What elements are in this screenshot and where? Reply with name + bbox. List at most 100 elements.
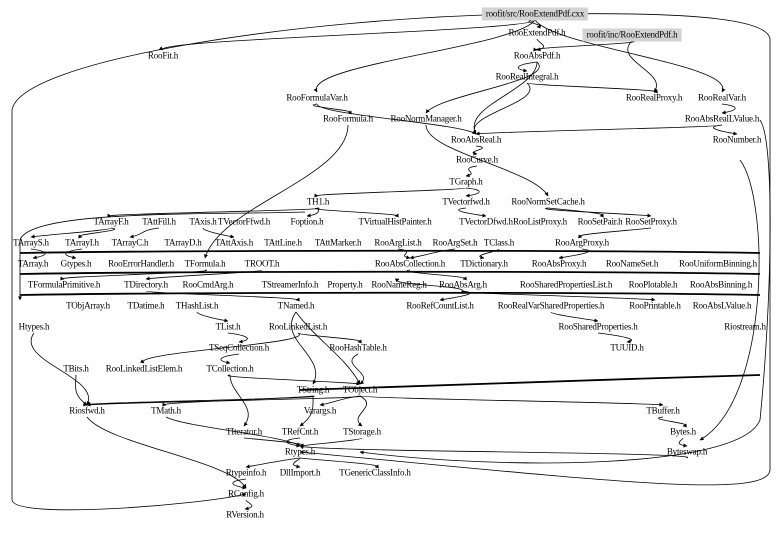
graph-node-normsetcache[interactable]: RooNormSetCache.h	[511, 196, 585, 207]
graph-node-tarray[interactable]: TArray.h	[17, 258, 49, 269]
graph-node-cmdarg[interactable]: RooCmdArg.h	[182, 279, 234, 290]
graph-node-trefcnt[interactable]: TRefCnt.h	[281, 426, 319, 437]
graph-node-htypes[interactable]: Htypes.h	[18, 321, 50, 332]
graph-node-arglist[interactable]: RooArgList.h	[374, 237, 422, 248]
graph-node-realvarsharedprops[interactable]: RooRealVarSharedProperties.h	[497, 300, 605, 311]
graph-node-tobject[interactable]: TObject.h	[342, 384, 378, 395]
graph-node-property[interactable]: Property.h	[327, 279, 363, 290]
graph-node-sharedpropslist[interactable]: RooSharedPropertiesList.h	[519, 279, 613, 290]
graph-node-tgraph[interactable]: TGraph.h	[449, 176, 483, 187]
graph-node-curve[interactable]: RooCurve.h	[456, 154, 498, 165]
graph-node-tstreamerinfo[interactable]: TStreamerInfo.h	[261, 279, 319, 290]
graph-node-tlist[interactable]: TList.h	[215, 321, 241, 332]
graph-node-tobjarray[interactable]: TObjArray.h	[66, 300, 110, 311]
graph-node-argset[interactable]: RooArgSet.h	[432, 237, 478, 248]
graph-node-riostream[interactable]: Riostream.h	[724, 321, 766, 332]
graph-node-absarg[interactable]: RooAbsArg.h	[439, 279, 487, 290]
graph-node-gtypes[interactable]: Gtypes.h	[60, 258, 92, 269]
graph-node-realproxy[interactable]: RooRealProxy.h	[625, 92, 683, 103]
graph-node-abspdf[interactable]: RooAbsPdf.h	[513, 50, 561, 61]
graph-node-absbinning[interactable]: RooAbsBinning.h	[689, 279, 753, 290]
graph-node-tstring[interactable]: TString.h	[296, 384, 330, 395]
graph-node-nameset[interactable]: RooNameSet.h	[605, 258, 659, 269]
graph-node-tarrayd[interactable]: TArrayD.h	[164, 237, 202, 248]
graph-node-tclass[interactable]: TClass.h	[483, 237, 515, 248]
graph-node-varargs[interactable]: Varargs.h	[303, 405, 337, 416]
graph-node-setproxy[interactable]: RooSetProxy.h	[625, 216, 677, 227]
graph-node-tdictionary[interactable]: TDictionary.h	[460, 258, 508, 269]
graph-node-formulavar[interactable]: RooFormulaVar.h	[286, 92, 348, 103]
graph-node-number[interactable]: RooNumber.h	[712, 134, 762, 145]
graph-node-tvectordfwd[interactable]: TVectorDfwd.h	[459, 216, 513, 227]
graph-node-tattfill[interactable]: TAttFill.h	[142, 216, 176, 227]
graph-node-tformula[interactable]: TFormula.h	[184, 258, 226, 269]
graph-node-linkedlist[interactable]: RooLinkedList.h	[268, 321, 328, 332]
graph-node-absreallvalue[interactable]: RooAbsRealLValue.h	[684, 113, 760, 124]
graph-node-linkedlistelem[interactable]: RooLinkedListElem.h	[105, 363, 183, 374]
dependency-edge	[78, 227, 116, 239]
graph-node-errorhandler[interactable]: RooErrorHandler.h	[108, 258, 174, 269]
graph-node-tarrayi[interactable]: TArrayI.h	[65, 237, 99, 248]
graph-node-inc[interactable]: roofit/inc/RooExtendPdf.h	[582, 28, 682, 42]
graph-node-sharedprops[interactable]: RooSharedProperties.h	[558, 321, 638, 332]
graph-node-byteswap[interactable]: Byteswap.h	[666, 446, 708, 457]
graph-node-setpair[interactable]: RooSetPair.h	[577, 216, 623, 227]
graph-node-troot[interactable]: TROOT.h	[244, 258, 280, 269]
graph-node-formula[interactable]: RooFormula.h	[323, 113, 373, 124]
graph-node-refcountlist[interactable]: RooRefCountList.h	[406, 300, 474, 311]
graph-node-abscollection[interactable]: RooAbsCollection.h	[374, 258, 446, 269]
graph-node-hashtable[interactable]: RooHashTable.h	[329, 342, 387, 353]
graph-node-abslvalue[interactable]: RooAbsLValue.h	[692, 300, 752, 311]
graph-node-listproxy[interactable]: RooListProxy.h	[513, 216, 567, 227]
graph-node-normmanager[interactable]: RooNormManager.h	[390, 113, 462, 124]
dependency-edge	[472, 61, 538, 135]
graph-node-tattaxis[interactable]: TAttAxis.h	[214, 237, 254, 248]
graph-node-tarrays[interactable]: TArrayS.h	[13, 237, 49, 248]
dependency-edge	[351, 353, 365, 385]
graph-node-rtypes[interactable]: Rtypes.h	[284, 446, 316, 457]
graph-node-tformulaprimitive[interactable]: TFormulaPrimitive.h	[27, 279, 101, 290]
graph-node-th1[interactable]: TH1.h	[306, 196, 330, 207]
graph-node-argproxy[interactable]: RooArgProxy.h	[555, 237, 609, 248]
graph-node-printable[interactable]: RooPrintable.h	[629, 300, 681, 311]
graph-node-realintegral[interactable]: RooRealIntegral.h	[495, 71, 559, 82]
graph-node-dllimport[interactable]: DllImport.h	[279, 467, 321, 478]
graph-node-absreal[interactable]: RooAbsReal.h	[450, 134, 502, 145]
graph-node-rconfig[interactable]: RConfig.h	[228, 488, 264, 499]
graph-node-roofit[interactable]: RooFit.h	[147, 50, 179, 61]
graph-node-rtypeinfo[interactable]: Rtypeinfo.h	[225, 467, 267, 478]
graph-node-titerator[interactable]: TIterator.h	[225, 426, 263, 437]
graph-node-tattmarker[interactable]: TAttMarker.h	[314, 237, 362, 248]
graph-node-tuuid[interactable]: TUUID.h	[610, 342, 644, 353]
graph-node-uniformbinning[interactable]: RooUniformBinning.h	[679, 258, 757, 269]
graph-node-thashlist[interactable]: THashList.h	[175, 300, 219, 311]
graph-node-tbuffer[interactable]: TBuffer.h	[646, 405, 680, 416]
graph-node-absproxy[interactable]: RooAbsProxy.h	[531, 258, 587, 269]
graph-node-src[interactable]: roofit/src/RooExtendPdf.cxx	[481, 7, 589, 21]
graph-node-tvirtualhist[interactable]: TVirtualHistPainter.h	[358, 216, 432, 227]
graph-node-tvectorfwd[interactable]: TVectorfwd.h	[442, 196, 490, 207]
graph-node-rversion[interactable]: RVersion.h	[226, 509, 264, 520]
graph-node-tstorage[interactable]: TStorage.h	[343, 426, 381, 437]
graph-node-tbits[interactable]: TBits.h	[63, 363, 89, 374]
graph-node-tarrayf[interactable]: TArrayF.h	[93, 216, 129, 227]
graph-node-tvectorffwd[interactable]: TVectorFfwd.h	[217, 216, 271, 227]
graph-node-tnamed[interactable]: TNamed.h	[277, 300, 315, 311]
graph-node-tseqcollection[interactable]: TSeqCollection.h	[208, 342, 270, 353]
graph-node-riosfwd[interactable]: Riosfwd.h	[69, 405, 105, 416]
graph-node-tmath[interactable]: TMath.h	[151, 405, 181, 416]
dependency-edge	[578, 227, 652, 239]
graph-node-tarrayc[interactable]: TArrayC.h	[111, 237, 149, 248]
graph-node-tcollection[interactable]: TCollection.h	[206, 363, 254, 374]
graph-node-tgenericclassinfo[interactable]: TGenericClassInfo.h	[339, 467, 411, 478]
graph-node-extendpdf[interactable]: RooExtendPdf.h	[508, 27, 566, 38]
graph-node-bytes[interactable]: Bytes.h	[670, 426, 696, 437]
graph-node-taxis[interactable]: TAxis.h	[189, 216, 217, 227]
graph-node-tattline[interactable]: TAttLine.h	[264, 237, 302, 248]
graph-node-plotable[interactable]: RooPlotable.h	[628, 279, 678, 290]
graph-node-foption[interactable]: Foption.h	[290, 216, 324, 227]
graph-node-realvar[interactable]: RooRealVar.h	[698, 92, 746, 103]
graph-node-namereg[interactable]: RooNameReg.h	[371, 279, 427, 290]
graph-node-tdirectory[interactable]: TDirectory.h	[124, 279, 168, 290]
graph-node-tdatime[interactable]: TDatime.h	[127, 300, 165, 311]
